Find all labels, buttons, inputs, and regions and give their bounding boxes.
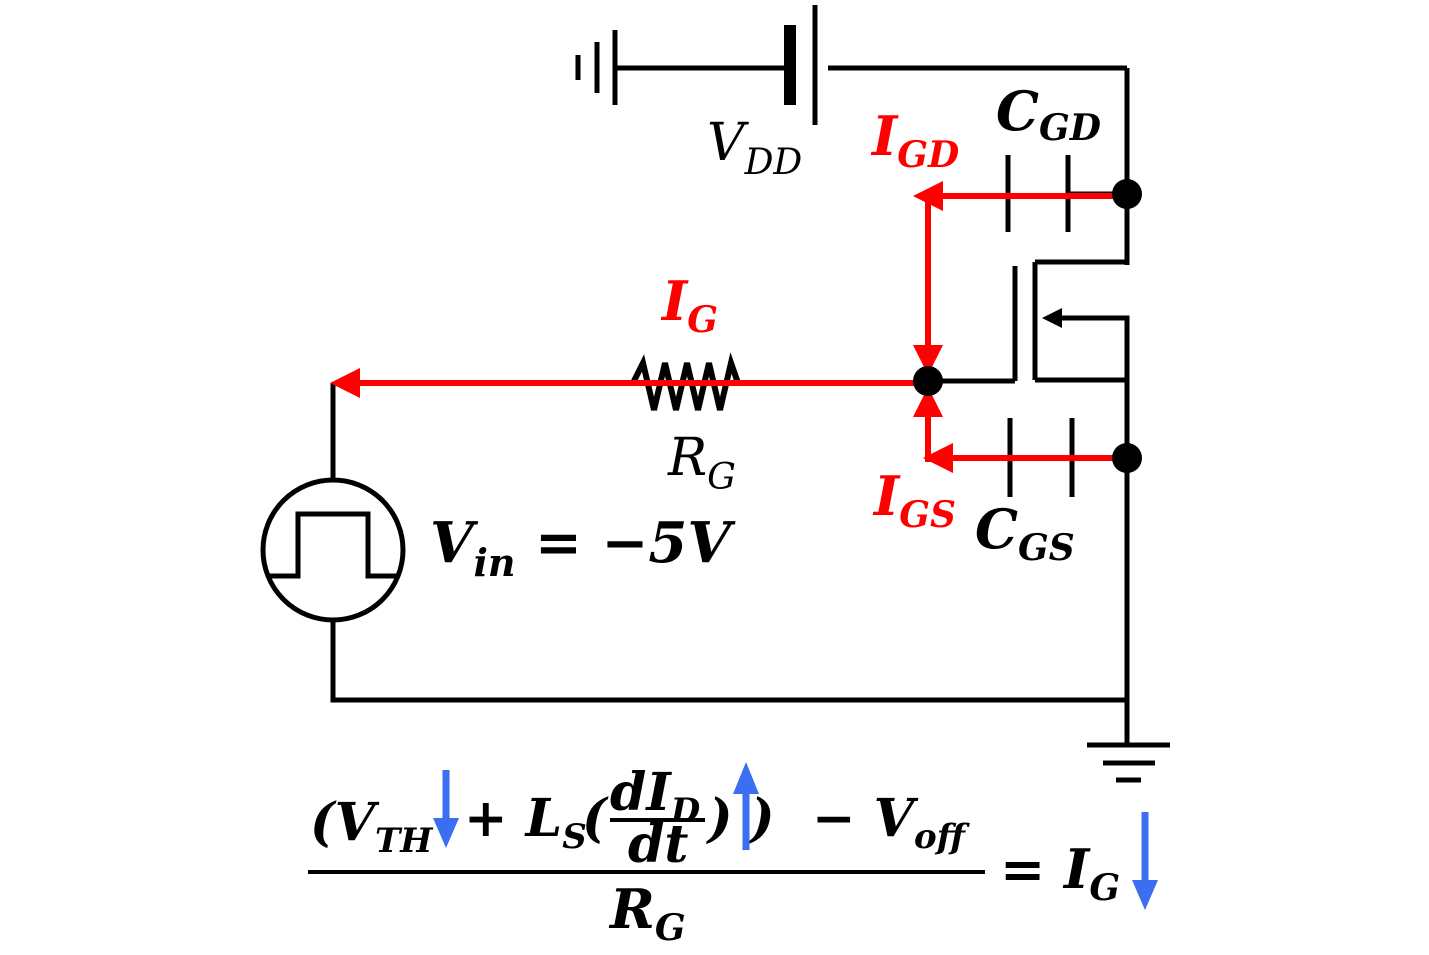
pulse-waveform-icon	[268, 511, 398, 579]
eq-ls-term: + LS	[464, 788, 587, 857]
vin-label: Vin = −5V	[430, 510, 736, 585]
node-drain	[1112, 179, 1142, 209]
eq-vth-term: (VTH	[310, 792, 434, 861]
eq-voff-term: − Voff	[812, 788, 971, 857]
junction-nodes	[913, 179, 1142, 473]
eq-rg-denominator: RG	[608, 877, 686, 949]
rg-label: RG	[667, 428, 736, 498]
eq-paren-close: )	[706, 788, 733, 849]
eq-did-numerator: dID	[610, 762, 701, 831]
igd-label: IGD	[870, 104, 959, 176]
trend-indicators	[433, 762, 1158, 910]
node-source	[1112, 443, 1142, 473]
ig-label: IG	[660, 269, 718, 341]
eq-ig-result: = IG	[1000, 837, 1120, 909]
eq-paren-close-2: )	[748, 788, 775, 849]
eq-dt-denominator: dt	[628, 814, 688, 875]
cgs-label: CGS	[975, 497, 1075, 569]
node-gate	[913, 366, 943, 396]
mosfet-arrow-icon	[1042, 308, 1062, 328]
gate-current-equation: (VTH + LS ( dID dt ) ) − Voff RG = IG	[308, 762, 1120, 949]
pulse-source-circle	[260, 477, 406, 623]
mosfet-body-lead	[1055, 315, 1130, 700]
ig-decrease-arrow-icon	[1132, 812, 1158, 910]
did-dt-increase-arrow-icon	[733, 762, 759, 850]
igs-label: IGS	[872, 464, 956, 536]
cgd-label: CGD	[996, 79, 1101, 149]
wire-bottom	[330, 620, 1130, 745]
vth-decrease-arrow-icon	[433, 770, 459, 848]
eq-paren-open: (	[582, 788, 609, 849]
current-paths	[330, 181, 1127, 473]
vdd-label: VDD	[707, 113, 802, 183]
circuit-wiring	[260, 5, 1170, 783]
rg-resistor	[630, 352, 741, 411]
